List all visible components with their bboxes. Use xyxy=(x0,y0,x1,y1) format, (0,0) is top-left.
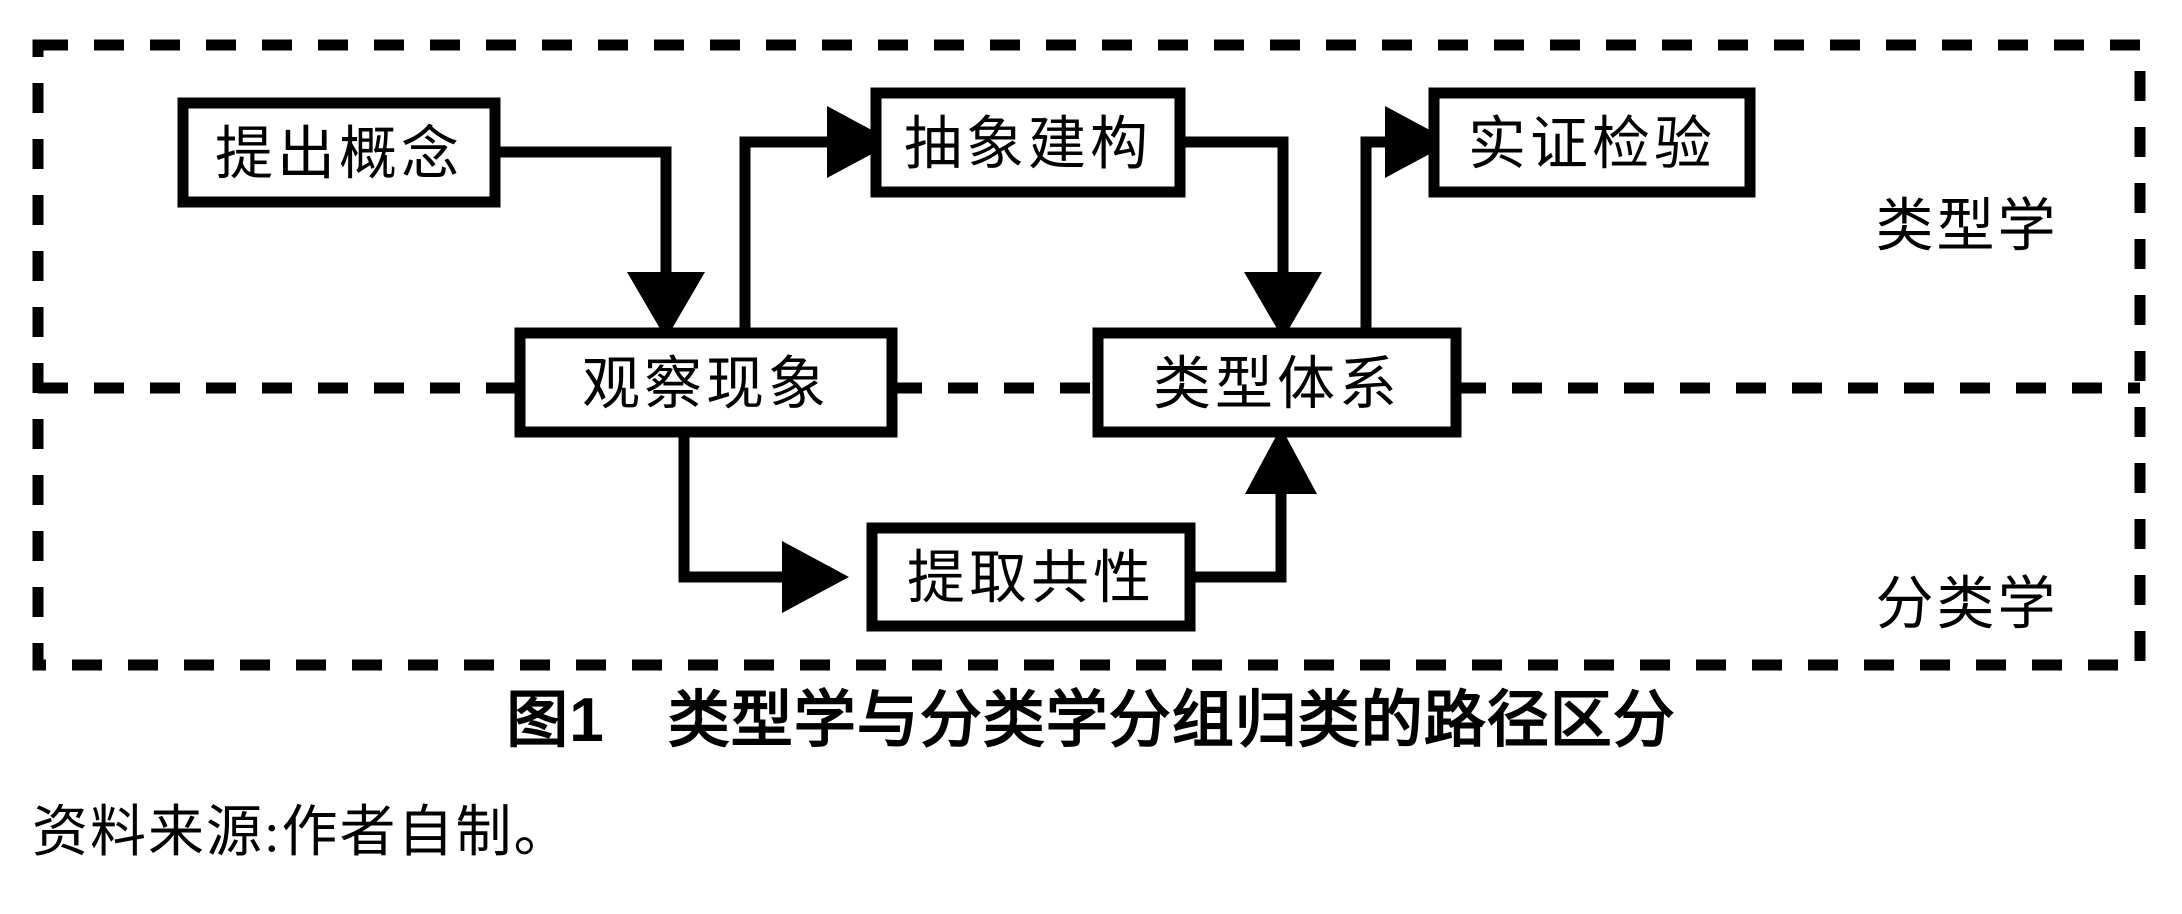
region-label-taxonomy: 分类学 xyxy=(1875,572,2058,637)
figure-source-wrap: 资料来源:作者自制。 xyxy=(32,805,1432,861)
node-propose-concept-label: 提出概念 xyxy=(215,122,463,187)
node-extract-commonality-box[interactable] xyxy=(866,522,1196,632)
outer-dashed-frame xyxy=(32,39,2146,671)
arrowhead-right-extract xyxy=(782,541,849,613)
node-empirical-test[interactable]: 实证检验 xyxy=(1428,87,1756,198)
figure-caption: 图1 类型学与分类学分组归类的路径区分 xyxy=(506,686,1676,755)
node-observe-phenomena-label: 观察现象 xyxy=(582,352,830,417)
arrowhead-down-type xyxy=(1244,272,1322,339)
edge-abstract-to-type-line xyxy=(1180,136,1289,310)
node-abstract-construct-box[interactable] xyxy=(870,87,1186,198)
node-type-system[interactable]: 类型体系 xyxy=(1092,327,1462,438)
node-abstract-construct[interactable]: 抽象建构 xyxy=(870,87,1186,198)
arrowhead-right-abstract xyxy=(827,106,894,178)
node-type-system-box[interactable] xyxy=(1092,327,1462,438)
node-type-system-label: 类型体系 xyxy=(1153,352,1401,417)
region-label-typology: 类型学 xyxy=(1875,194,2058,259)
edge-type-to-empirical-line xyxy=(1360,136,1392,333)
arrowhead-down-observe xyxy=(627,272,705,339)
node-abstract-construct-label: 抽象建构 xyxy=(904,112,1152,177)
node-extract-commonality[interactable]: 提取共性 xyxy=(866,522,1196,632)
node-propose-concept-box[interactable] xyxy=(177,97,501,208)
nodes: 提出概念 抽象建构 实证检验 观察现象 类型体系 提取共性 xyxy=(177,87,1756,632)
node-propose-concept[interactable]: 提出概念 xyxy=(177,97,501,208)
node-observe-phenomena[interactable]: 观察现象 xyxy=(514,327,898,438)
node-empirical-test-box[interactable] xyxy=(1428,87,1756,198)
arrowhead-up-type xyxy=(1245,427,1317,494)
edge-observe-to-abstract-line xyxy=(739,136,835,333)
connectors xyxy=(495,136,1392,583)
edge-observe-to-extract-line xyxy=(678,432,790,583)
figure-caption-wrap: 图1 类型学与分类学分组归类的路径区分 xyxy=(0,690,2182,752)
edge-propose-to-observe-line xyxy=(495,146,672,310)
figure-source: 资料来源:作者自制。 xyxy=(32,802,572,864)
node-observe-phenomena-box[interactable] xyxy=(514,327,898,438)
node-empirical-test-label: 实证检验 xyxy=(1468,112,1716,177)
edge-extract-to-type-line xyxy=(1190,470,1287,583)
arrowhead-right-empirical xyxy=(1385,106,1452,178)
arrowheads xyxy=(627,106,1452,613)
node-extract-commonality-label: 提取共性 xyxy=(907,546,1155,611)
